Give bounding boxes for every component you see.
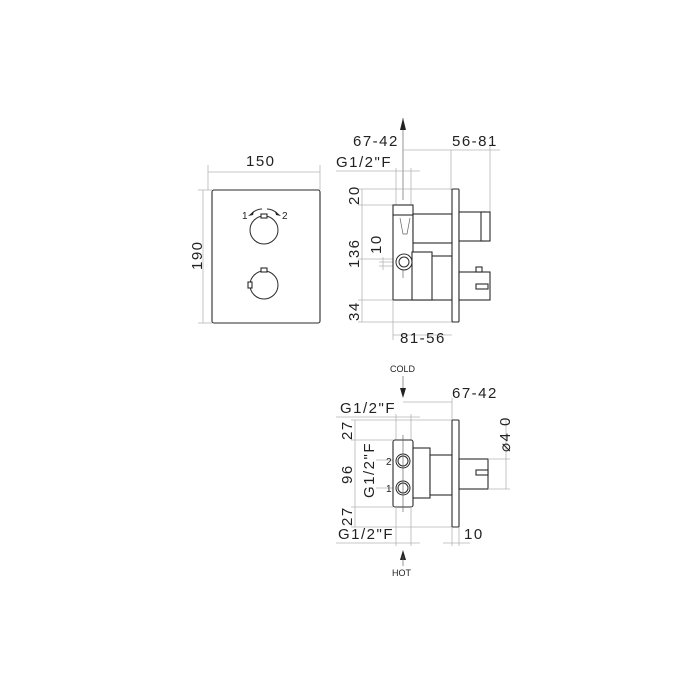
dim-34: 34	[346, 301, 363, 321]
direction-2-label: 2	[282, 211, 288, 222]
connection-side: G1/2"F	[361, 442, 378, 498]
dim-20: 20	[346, 185, 363, 205]
width-label: 150	[246, 153, 276, 170]
height-label: 190	[189, 240, 206, 270]
dim-10: 10	[368, 234, 385, 254]
side-view-top: 67-42 56-81 G1/2"F 20 136 10 34	[336, 118, 500, 347]
connection-bottom: G1/2"F	[338, 526, 394, 543]
diameter-label: ⌀4 0	[497, 416, 514, 452]
wall-plate	[451, 419, 460, 528]
dim-27-top: 27	[339, 420, 356, 440]
top-left-dim: 67-42	[353, 133, 399, 150]
hot-label: HOT	[392, 568, 412, 578]
top-right-dim: 56-81	[452, 133, 498, 150]
dim-136: 136	[346, 238, 363, 268]
dim-27-bottom: 27	[339, 506, 356, 526]
dim-10: 10	[464, 526, 484, 543]
connection-top: G1/2"F	[340, 400, 396, 417]
direction-1-label: 1	[242, 211, 248, 222]
dim-96: 96	[339, 464, 356, 484]
outlet-2-label: 2	[386, 457, 392, 468]
faceplate	[211, 189, 321, 324]
top-dim: 67-42	[452, 385, 498, 402]
outlet-1-label: 1	[386, 484, 392, 495]
bottom-dim: 81-56	[400, 330, 446, 347]
wall-plate	[451, 188, 460, 323]
cold-label: COLD	[390, 364, 416, 374]
side-view-bottom: COLD 67-42 G1/2"F 27 96 27 G1/2"F 2 1	[336, 364, 514, 578]
connection-label: G1/2"F	[336, 154, 392, 171]
front-view: 150 190 1 2	[189, 153, 321, 324]
